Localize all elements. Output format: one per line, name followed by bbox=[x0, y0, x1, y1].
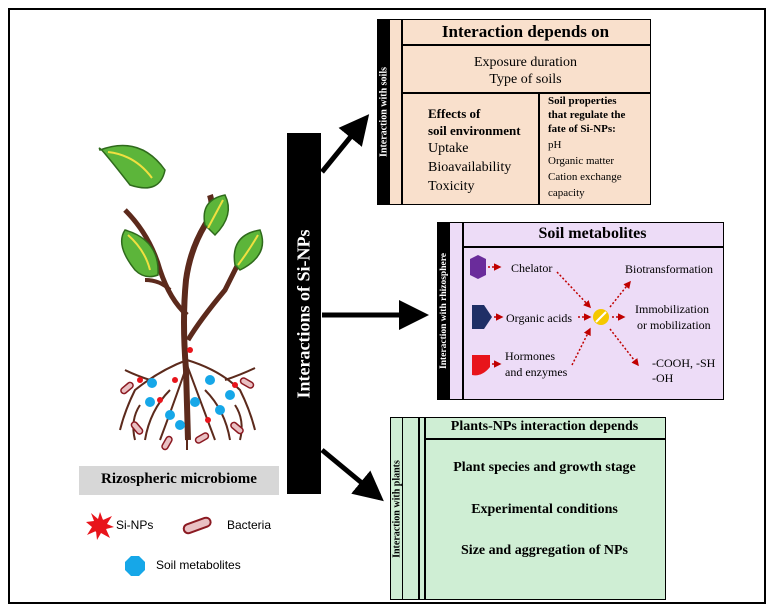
metabolite-legend-icon bbox=[125, 556, 145, 576]
root-nps bbox=[137, 347, 238, 423]
plants-side-bar: Interaction with plants bbox=[391, 418, 403, 599]
rhizo-side-bar: Interaction with rhizosphere bbox=[438, 223, 450, 399]
soils-effect-item: Bioavailability bbox=[428, 160, 512, 175]
rhizo-side-label: Interaction with rhizosphere bbox=[439, 253, 449, 369]
soils-side-bar: Interaction with soils bbox=[378, 20, 390, 204]
microbiome-label: Rizospheric microbiome bbox=[101, 471, 257, 487]
soils-title: Interaction depends on bbox=[441, 22, 610, 41]
soils-effect-item: Toxicity bbox=[428, 179, 475, 194]
rhizo-immob2: or mobilization bbox=[637, 318, 711, 332]
soils-props-heading2: that regulate the bbox=[548, 109, 626, 121]
microbiome-label-box bbox=[79, 466, 279, 495]
soils-line1: Exposure duration bbox=[473, 55, 578, 70]
soils-effects-heading1: Effects of bbox=[428, 106, 481, 121]
legend-metabolites-label: Soil metabolites bbox=[156, 558, 241, 572]
root-metabolites bbox=[145, 375, 235, 430]
rhizo-diagram bbox=[470, 255, 639, 376]
soils-prop-item: Organic matter bbox=[548, 155, 615, 167]
sinps-legend-icon bbox=[86, 512, 114, 540]
plant-roots bbox=[119, 359, 256, 450]
rhizo-title: Soil metabolites bbox=[538, 225, 647, 242]
soils-props-heading1: Soil properties bbox=[548, 95, 617, 107]
plants-item: Experimental conditions bbox=[471, 502, 618, 517]
rhizo-hormones1: Hormones bbox=[505, 349, 555, 363]
hormones-icon bbox=[472, 355, 490, 376]
soils-prop-item: capacity bbox=[548, 187, 585, 199]
legend-bacteria-label: Bacteria bbox=[227, 518, 272, 532]
root-bacteria bbox=[120, 377, 255, 451]
arrow-to-soils bbox=[320, 114, 370, 174]
rhizo-biotransformation: Biotransformation bbox=[625, 262, 713, 276]
plant-branch-right bbox=[185, 258, 243, 342]
chelator-icon bbox=[470, 255, 486, 279]
rhizo-chelator: Chelator bbox=[511, 261, 553, 275]
soils-effects-heading2: soil environment bbox=[428, 123, 521, 138]
soils-box bbox=[377, 19, 651, 205]
plants-side-label: Interaction with plants bbox=[391, 459, 402, 558]
plants-item: Size and aggregation of NPs bbox=[461, 543, 628, 558]
legend-sinps-label: Si-NPs bbox=[116, 518, 154, 532]
rhizo-groups2: -OH bbox=[652, 371, 674, 385]
arrow-to-plants bbox=[320, 448, 384, 502]
plants-item: Plant species and growth stage bbox=[453, 460, 636, 475]
rhizo-groups1: -COOH, -SH bbox=[652, 356, 716, 370]
rhizo-immob1: Immobilization bbox=[635, 302, 709, 316]
organic-acids-icon bbox=[472, 305, 492, 329]
soils-effect-item: Uptake bbox=[428, 141, 469, 156]
soils-side-label: Interaction with soils bbox=[378, 67, 390, 157]
plants-title: Plants-NPs interaction depends bbox=[450, 419, 639, 434]
leaf-top-left bbox=[98, 144, 166, 189]
plant-branch-left bbox=[123, 208, 189, 317]
rhizo-hormones2: and enzymes bbox=[505, 365, 568, 379]
soils-prop-item: pH bbox=[548, 139, 562, 151]
soils-line2: Type of soils bbox=[489, 72, 562, 87]
soils-prop-item: Cation exchange bbox=[548, 171, 622, 183]
bacteria-legend-icon bbox=[182, 516, 212, 535]
soils-props-heading3: fate of Si-NPs: bbox=[548, 123, 616, 135]
plant-illustration bbox=[98, 144, 264, 451]
center-label-bar: Interactions of Si-NPs bbox=[287, 133, 321, 494]
rhizo-organic-acids: Organic acids bbox=[506, 311, 573, 325]
plants-box bbox=[390, 417, 666, 600]
